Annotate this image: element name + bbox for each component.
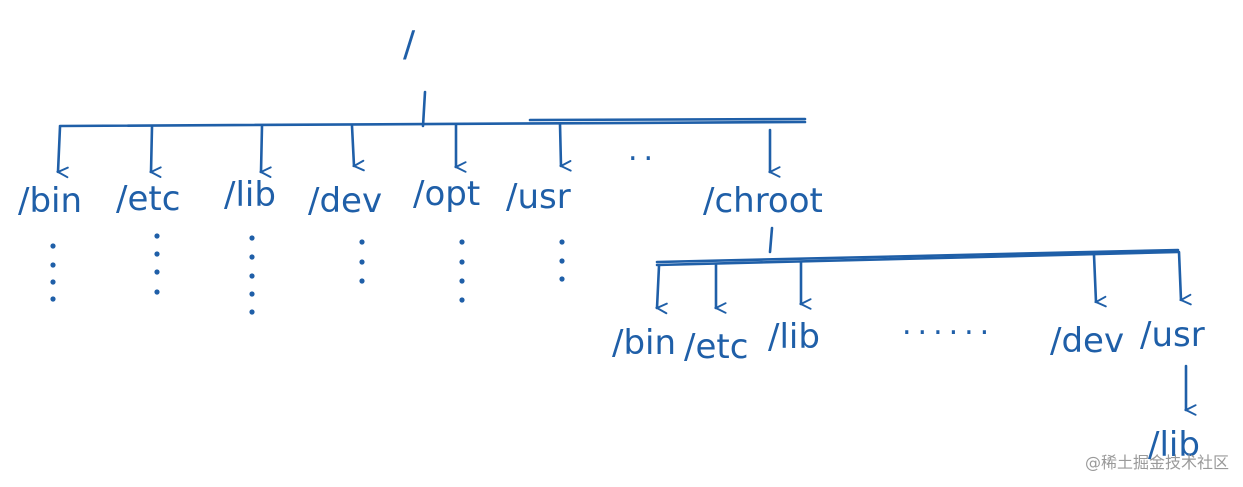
watermark: @稀土掘金技术社区: [1084, 453, 1229, 472]
label-usr-lib: /lib: [1148, 425, 1200, 465]
root-stem: [421, 90, 427, 128]
chroot-stem: [768, 226, 774, 254]
label-chroot: /chroot: [703, 181, 823, 221]
label-lib: /lib: [224, 175, 276, 215]
arrow-etc: [148, 125, 162, 178]
arrow-usr: [558, 122, 572, 172]
continuation-dots-bin: [50, 243, 56, 302]
arrow-chroot-usr: [1177, 250, 1192, 306]
label-opt: /opt: [413, 174, 480, 214]
label-chroot-bin: /bin: [612, 323, 676, 363]
label-etc: /etc: [116, 179, 180, 219]
label-chroot-usr: /usr: [1140, 315, 1205, 355]
continuation-dots-usr: [559, 239, 565, 282]
arrow-chroot-dev: [1092, 253, 1107, 308]
continuation-dots-opt: [459, 239, 465, 303]
continuation-dots-lib: [249, 235, 255, 315]
label-chroot-dev: /dev: [1050, 321, 1124, 361]
label-dev: /dev: [308, 181, 382, 221]
chroot-bus-double: [655, 248, 1180, 264]
arrow-dev: [350, 124, 365, 172]
continuation-dots-dev: [359, 239, 365, 284]
continuation-dots-etc: [154, 233, 160, 295]
root-label: /: [403, 24, 416, 65]
label-chroot-lib: /lib: [768, 317, 820, 357]
top-bus-double: [528, 117, 807, 122]
arrow-chroot-bin: [654, 264, 668, 315]
label-usr: /usr: [506, 177, 571, 217]
arrow-bin: [55, 125, 69, 179]
top-ellipsis: ..: [628, 133, 659, 168]
chroot-ellipsis: ......: [902, 307, 995, 342]
arrow-lib: [258, 124, 272, 178]
label-chroot-etc: /etc: [684, 327, 748, 367]
chroot-bus: [655, 250, 1180, 267]
top-bus: [58, 120, 807, 128]
label-bin: /bin: [18, 181, 82, 221]
